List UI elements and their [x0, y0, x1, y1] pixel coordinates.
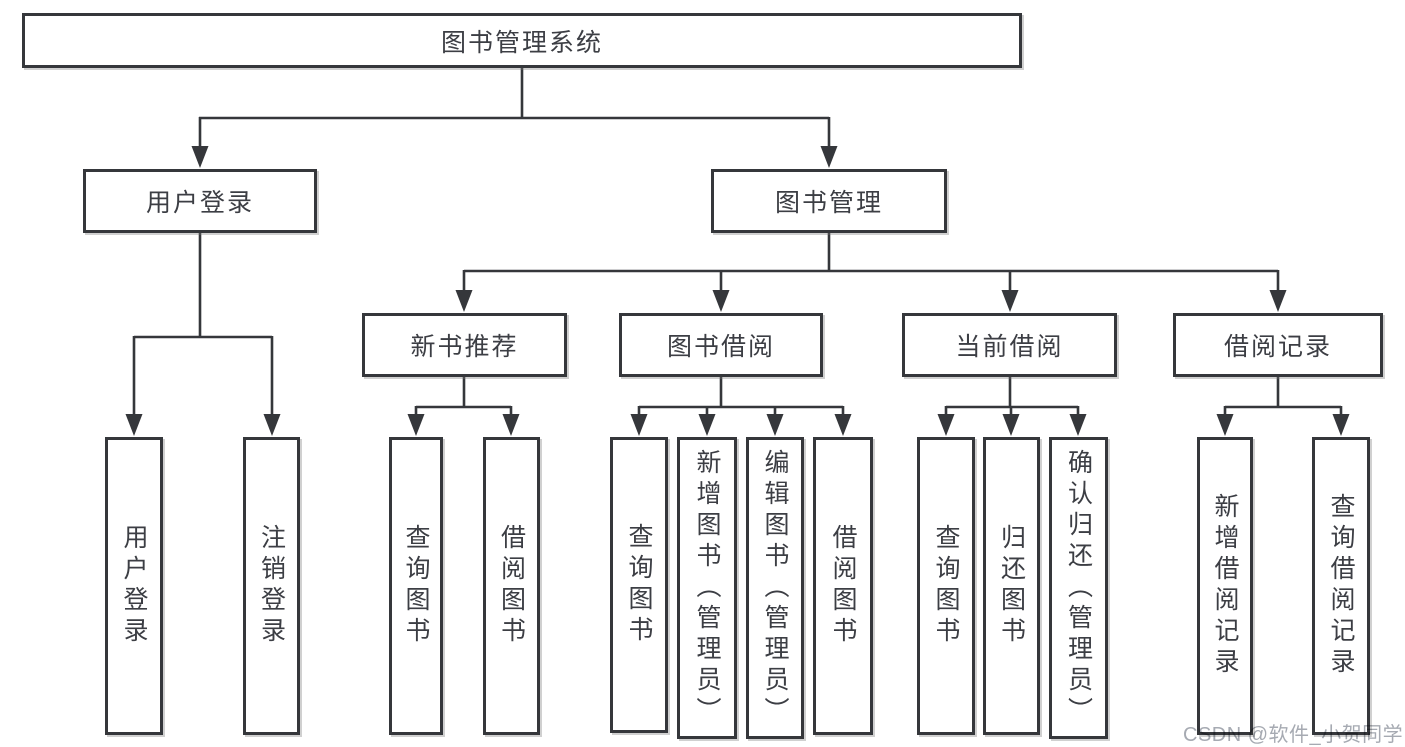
node-book-borrow: 图书借阅	[619, 313, 823, 377]
node-book-management-label: 图书管理	[774, 189, 883, 217]
leaf-cb-confirm-return-admin-label: 确认归还（管理员）	[1064, 448, 1093, 728]
leaf-bb-query-book: 查询图书	[610, 437, 668, 733]
leaf-cb-return-book: 归还图书	[983, 437, 1040, 735]
leaf-logout-label: 注销登录	[257, 524, 286, 648]
leaf-br-add-record: 新增借阅记录	[1197, 437, 1253, 735]
node-borrow-record-label: 借阅记录	[1223, 333, 1332, 361]
node-root-label: 图书管理系统	[440, 28, 603, 57]
leaf-cb-confirm-return-admin: 确认归还（管理员）	[1049, 437, 1108, 739]
leaf-nb-borrow-book-label: 借阅图书	[497, 524, 526, 648]
node-book-borrow-label: 图书借阅	[666, 333, 775, 361]
leaf-nb-query-book-label: 查询图书	[402, 524, 430, 648]
connector-borrow-record-group	[1216, 377, 1350, 436]
node-new-book-recommend: 新书推荐	[362, 313, 567, 377]
leaf-bb-borrow-book: 借阅图书	[813, 437, 873, 735]
leaf-nb-borrow-book: 借阅图书	[483, 437, 540, 735]
node-book-management: 图书管理	[711, 169, 947, 233]
node-borrow-record: 借阅记录	[1173, 313, 1383, 377]
leaf-bb-add-book-admin-label: 新增图书（管理员）	[693, 448, 721, 728]
connector-user-login-group	[125, 233, 281, 436]
leaf-bb-edit-book-admin: 编辑图书（管理员）	[746, 437, 804, 739]
connector-book-borrow-group	[630, 377, 852, 436]
csdn-watermark: CSDN @软件_小贺同学	[1183, 724, 1404, 746]
node-user-login-label: 用户登录	[145, 189, 254, 217]
node-current-borrow: 当前借阅	[902, 313, 1117, 377]
leaf-nb-query-book: 查询图书	[389, 437, 443, 735]
leaf-bb-query-book-label: 查询图书	[625, 523, 653, 647]
leaf-br-add-record-label: 新增借阅记录	[1211, 493, 1239, 679]
connector-new-book-group	[407, 377, 520, 436]
leaf-user-login: 用户登录	[105, 437, 163, 735]
leaf-cb-query-book-label: 查询图书	[932, 524, 960, 648]
leaf-logout: 注销登录	[243, 437, 300, 735]
connector-current-borrow-group	[937, 377, 1087, 436]
node-new-book-recommend-label: 新书推荐	[410, 333, 519, 361]
connector-root-to-level2	[191, 68, 838, 168]
leaf-user-login-label: 用户登录	[120, 524, 148, 648]
node-current-borrow-label: 当前借阅	[955, 333, 1064, 361]
leaf-bb-borrow-book-label: 借阅图书	[829, 524, 857, 648]
leaf-cb-query-book: 查询图书	[917, 437, 975, 735]
leaf-cb-return-book-label: 归还图书	[997, 524, 1026, 648]
leaf-br-query-record: 查询借阅记录	[1312, 437, 1370, 735]
leaf-bb-add-book-admin: 新增图书（管理员）	[677, 437, 737, 739]
leaf-br-query-record-label: 查询借阅记录	[1327, 493, 1355, 679]
node-user-login: 用户登录	[83, 169, 317, 233]
node-root: 图书管理系统	[22, 13, 1022, 68]
connector-book-management-to-level3	[455, 233, 1287, 312]
leaf-bb-edit-book-admin-label: 编辑图书（管理员）	[761, 448, 789, 728]
